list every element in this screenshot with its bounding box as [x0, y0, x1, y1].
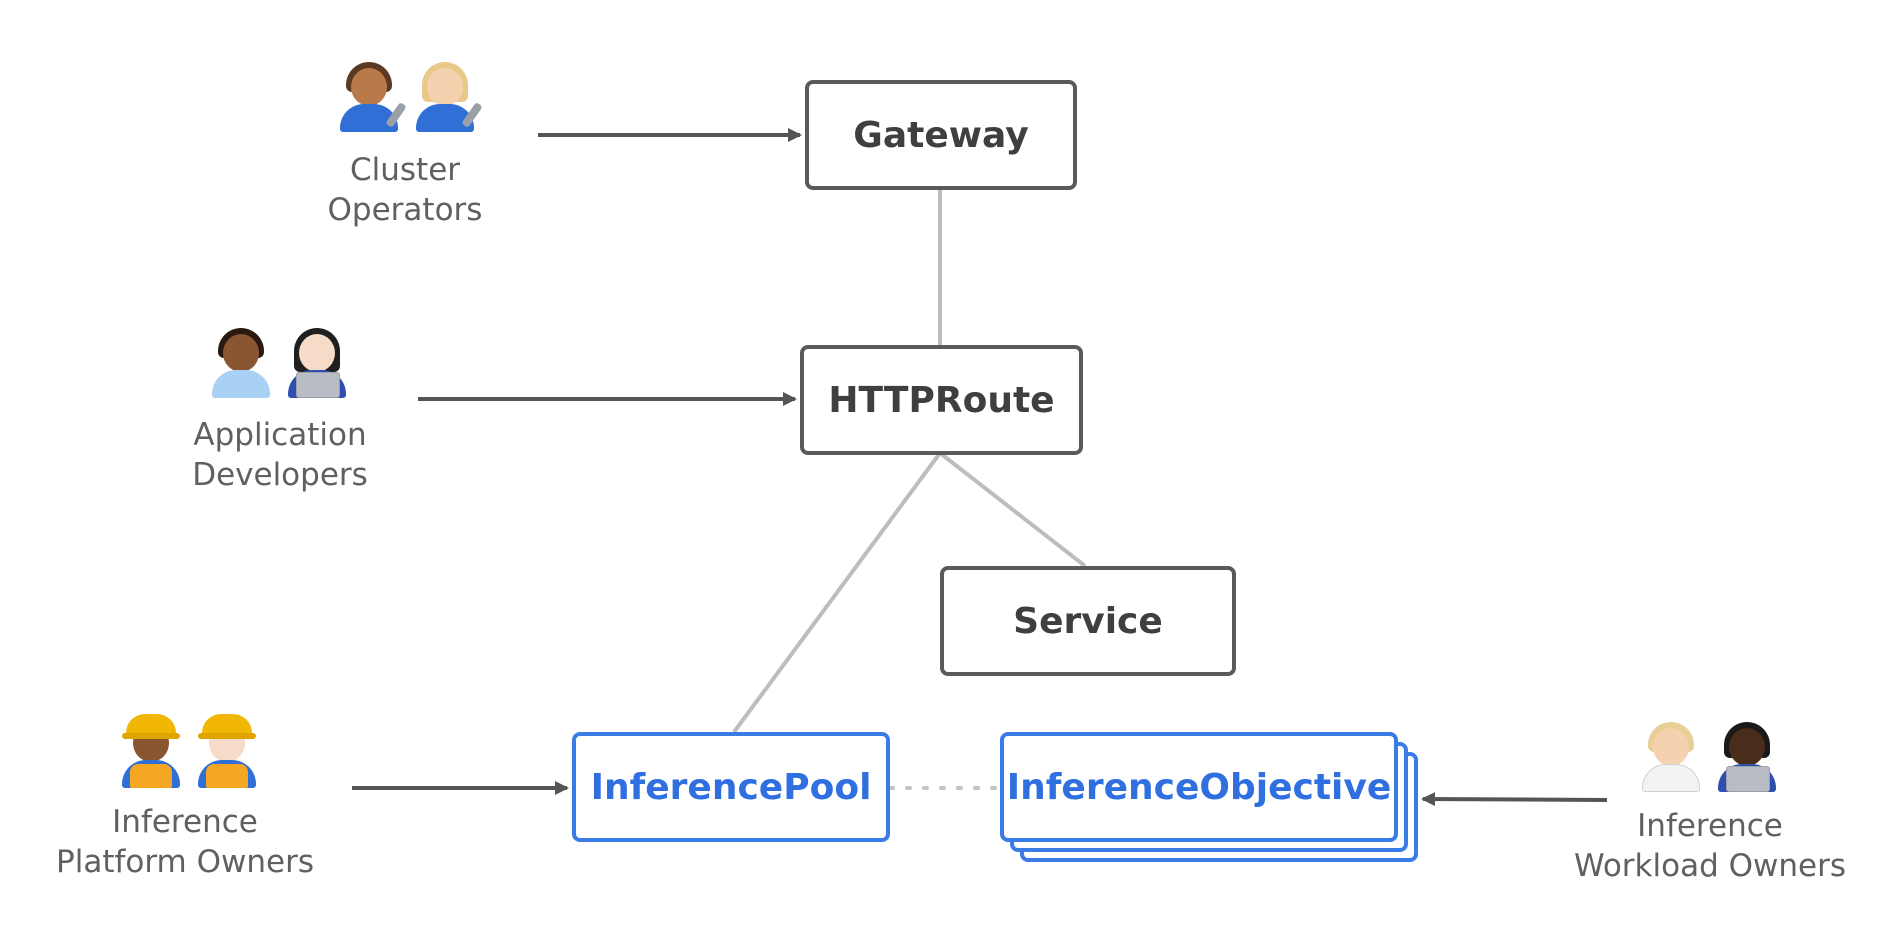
- office-man-icon: [212, 328, 270, 398]
- mechanic-man-icon: [340, 62, 407, 132]
- inference-platform-owners-icons: [122, 714, 256, 788]
- inference-workload-owners-icons: [1642, 722, 1776, 792]
- node-service[interactable]: Service: [940, 566, 1236, 676]
- construction-worker-man-icon: [198, 714, 256, 788]
- construction-worker-woman-icon: [122, 714, 180, 788]
- connector-httproute-inferencepool: [732, 451, 942, 734]
- cluster-operators-icons: [340, 62, 483, 132]
- technologist-woman-icon: [288, 328, 346, 398]
- node-gateway-label: Gateway: [853, 114, 1029, 156]
- technologist-icon: [1718, 722, 1776, 792]
- persona-inference-workload-owners: Inference Workload Owners: [1560, 806, 1860, 886]
- application-developers-line-1: Application: [193, 417, 367, 453]
- application-developers-line-2: Developers: [192, 457, 368, 493]
- cluster-operators-line-1: Cluster: [349, 152, 461, 188]
- persona-inference-platform-owners: Inference Platform Owners: [40, 802, 330, 882]
- node-service-label: Service: [1013, 600, 1163, 642]
- connector-httproute-service: [938, 451, 1087, 568]
- persona-application-developers: Application Developers: [170, 415, 390, 495]
- mechanic-woman-icon: [416, 62, 483, 132]
- node-inferencepool[interactable]: InferencePool: [572, 732, 890, 842]
- node-inferenceobjective[interactable]: InferenceObjective: [1000, 732, 1398, 842]
- inference-platform-owners-line-2: Platform Owners: [56, 844, 314, 880]
- node-gateway[interactable]: Gateway: [805, 80, 1077, 190]
- arrow-workload-owners-to-objective: [1421, 792, 1608, 807]
- cluster-operators-line-2: Operators: [327, 192, 483, 228]
- node-httproute-label: HTTPRoute: [828, 379, 1055, 421]
- persona-cluster-operators: Cluster Operators: [300, 150, 510, 230]
- inference-workload-owners-line-1: Inference: [1637, 808, 1783, 844]
- node-httproute[interactable]: HTTPRoute: [800, 345, 1083, 455]
- node-inferencepool-label: InferencePool: [590, 766, 872, 808]
- application-developers-icons: [212, 328, 346, 398]
- node-inferenceobjective-label: InferenceObjective: [1006, 766, 1392, 808]
- inference-workload-owners-line-2: Workload Owners: [1574, 848, 1846, 884]
- health-worker-icon: [1642, 722, 1700, 792]
- inference-platform-owners-line-1: Inference: [112, 804, 258, 840]
